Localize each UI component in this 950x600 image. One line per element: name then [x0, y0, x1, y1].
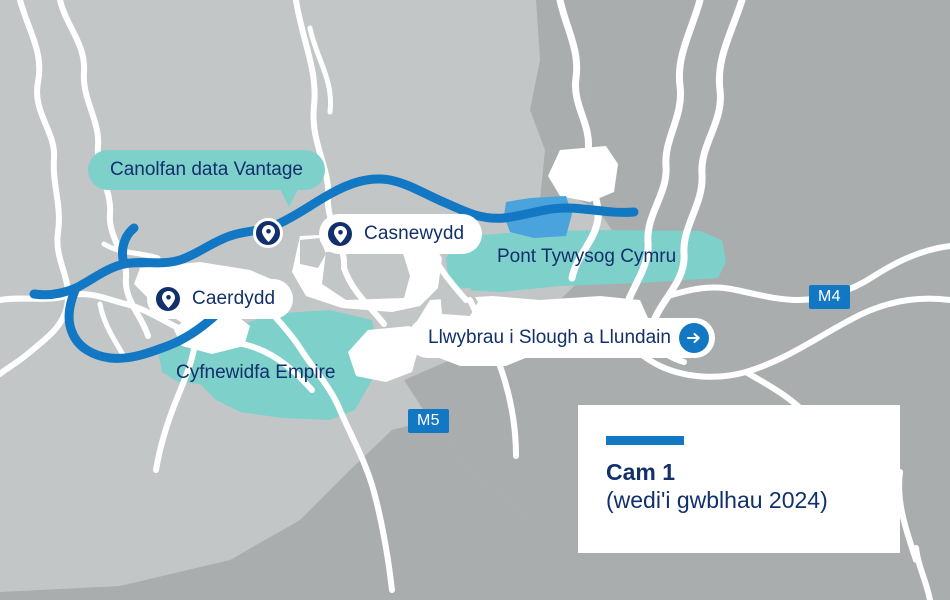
- zone-pont-tywysog-cymru: [446, 230, 726, 292]
- route-spur-north: [117, 223, 139, 269]
- zone-label-cyfnewidfa-empire: Cyfnewidfa Empire: [176, 362, 335, 384]
- location-pin-icon: [153, 284, 183, 314]
- vantage-label: Canolfan data Vantage: [110, 159, 303, 180]
- motorway-shield-m5[interactable]: M5: [408, 409, 449, 433]
- routes-label: Llwybrau i Slough a Llundain: [428, 327, 671, 348]
- motorway-shield-m4[interactable]: M4: [809, 285, 850, 309]
- m4-label: M4: [809, 285, 850, 309]
- routes-to-slough-london[interactable]: Llwybrau i Slough a Llundain: [408, 318, 715, 358]
- routes-pill[interactable]: Llwybrau i Slough a Llundain: [408, 318, 715, 358]
- casnewydd-pill[interactable]: Casnewydd: [319, 214, 483, 254]
- legend-card: Cam 1 (wedi'i gwblhau 2024): [578, 405, 900, 553]
- vantage-bubble[interactable]: Canolfan data Vantage: [88, 150, 325, 207]
- empire-label: Cyfnewidfa Empire: [176, 362, 336, 383]
- caerdydd-pill[interactable]: Caerdydd: [147, 279, 294, 319]
- marker-label-casnewydd[interactable]: Casnewydd: [319, 214, 483, 254]
- casnewydd-label: Casnewydd: [364, 223, 465, 244]
- legend-phase-title: Cam 1: [606, 459, 676, 485]
- pont-label: Pont Tywysog Cymru: [497, 246, 677, 267]
- zone-label-pont-tywysog-cymru: Pont Tywysog Cymru: [497, 246, 676, 268]
- marker-label-vantage[interactable]: Canolfan data Vantage: [88, 150, 325, 207]
- water-channel-west: [530, 0, 600, 205]
- water-region-southwest: [0, 420, 600, 600]
- map-pin-vantage[interactable]: [253, 218, 283, 248]
- legend-phase-subtitle: (wedi'i gwblhau 2024): [606, 487, 828, 514]
- location-pin-icon[interactable]: [253, 218, 283, 248]
- m5-label: M5: [408, 409, 449, 433]
- arrow-right-icon[interactable]: [678, 323, 709, 353]
- caerdydd-label: Caerdydd: [192, 288, 276, 309]
- marker-label-caerdydd[interactable]: Caerdydd: [147, 279, 294, 319]
- location-pin-icon: [325, 219, 355, 249]
- legend-color-swatch: [606, 436, 684, 445]
- bubble-tail-icon: [279, 189, 298, 207]
